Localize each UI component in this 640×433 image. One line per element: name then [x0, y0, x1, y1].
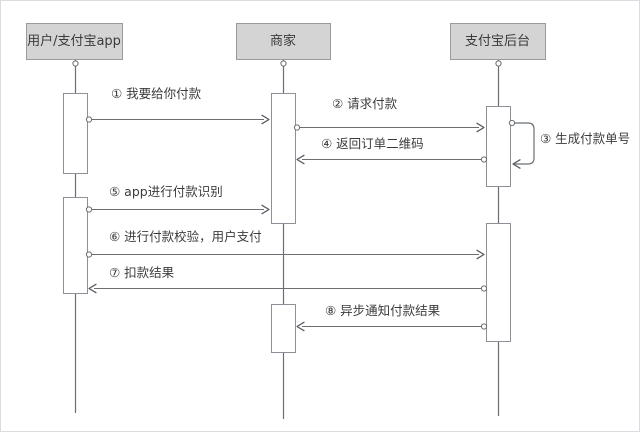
- arrowhead: [88, 283, 97, 294]
- message-tail-dot: [85, 116, 93, 123]
- participant-box-merchant[interactable]: [236, 23, 331, 60]
- message-tail-dot: [480, 156, 488, 163]
- lifeline-anchor-backend: [495, 60, 502, 67]
- message-tail-dot: [480, 323, 488, 330]
- arrowhead: [476, 122, 485, 133]
- arrowhead: [476, 249, 485, 260]
- arrowhead: [512, 159, 521, 169]
- activation-bar-user-0: [63, 93, 88, 174]
- message-arrow-3: [512, 122, 535, 165]
- message-tail-dot: [85, 251, 93, 258]
- arrowhead: [296, 154, 305, 165]
- activation-bar-merchant-3: [271, 304, 296, 353]
- participant-box-user[interactable]: [26, 23, 123, 60]
- lifeline-anchor-user: [72, 60, 79, 67]
- message-tail-dot: [480, 285, 488, 292]
- arrowhead: [261, 114, 270, 125]
- message-tail-dot: [508, 119, 516, 127]
- lifeline-anchor-merchant: [280, 60, 287, 67]
- arrowhead: [261, 204, 270, 215]
- arrowhead: [296, 321, 305, 332]
- participant-box-backend[interactable]: [450, 23, 546, 60]
- message-tail-dot: [85, 206, 93, 213]
- message-tail-dot: [293, 124, 301, 131]
- activation-bar-backend-5: [486, 223, 511, 342]
- activation-bar-merchant-2: [271, 93, 296, 224]
- activation-bar-user-1: [63, 197, 88, 294]
- activation-bar-backend-4: [486, 106, 511, 187]
